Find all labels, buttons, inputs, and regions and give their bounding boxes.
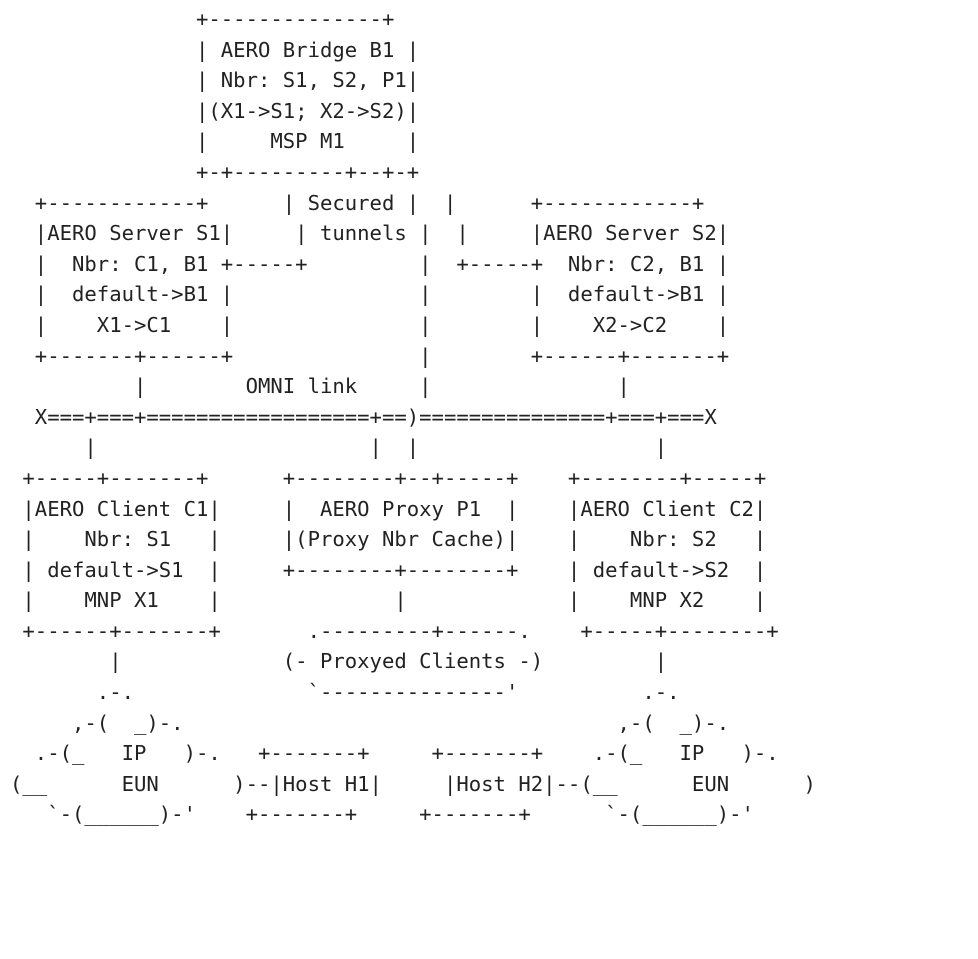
diagram-line: |(X1->S1; X2->S2)| [10, 98, 420, 123]
diagram-line: .-. `---------------' .-. [10, 680, 680, 705]
diagram-line: | MNP X1 | | | MNP X2 | [10, 588, 767, 613]
diagram-line: | Nbr: S1 | |(Proxy Nbr Cache)| | Nbr: S… [10, 527, 767, 552]
diagram-line: +--------------+ [10, 7, 395, 31]
ascii-diagram: +--------------+ | AERO Bridge B1 | | Nb… [10, 4, 816, 830]
diagram-line: X===+===+==================+==)=========… [10, 404, 717, 429]
diagram-line: .-(_ IP )-. +-------+ +-------+ .-(_ IP … [10, 741, 779, 766]
diagram-line: +-+---------+--+-+ [10, 159, 420, 184]
diagram-line: | (- Proxyed Clients -) | [10, 649, 668, 674]
diagram-line: +------+-------+ .---------+------. +---… [10, 618, 779, 643]
diagram-line: +-------+------+ | +------+-------+ [10, 343, 730, 368]
diagram-line: | X1->C1 | | | X2->C2 | [10, 312, 730, 337]
diagram-line: | AERO Bridge B1 | [10, 37, 420, 62]
diagram-line: | default->S1 | +--------+--------+ | de… [10, 557, 767, 582]
diagram-line: | MSP M1 | [10, 129, 420, 154]
diagram-line: | OMNI link | | [10, 374, 630, 399]
diagram-line: ,-( _)-. ,-( _)-. [10, 710, 730, 735]
diagram-line: `-(______)-' +-------+ +-------+ `-(____… [10, 802, 754, 827]
diagram-line: | | | | [10, 435, 668, 460]
diagram-line: |AERO Server S1| | tunnels | | |AERO Ser… [10, 221, 730, 246]
diagram-line: | default->B1 | | | default->B1 | [10, 282, 730, 307]
diagram-line: +-----+-------+ +--------+--+-----+ +---… [10, 465, 767, 490]
diagram-line: | Nbr: C1, B1 +-----+ | +-----+ Nbr: C2,… [10, 251, 730, 276]
diagram-line: (__ EUN )--|Host H1| |Host H2|--(__ EUN … [10, 771, 816, 796]
diagram-line: |AERO Client C1| | AERO Proxy P1 | |AERO… [10, 496, 767, 521]
diagram-line: | Nbr: S1, S2, P1| [10, 68, 420, 93]
diagram-line: +------------+ | Secured | | +----------… [10, 190, 705, 215]
